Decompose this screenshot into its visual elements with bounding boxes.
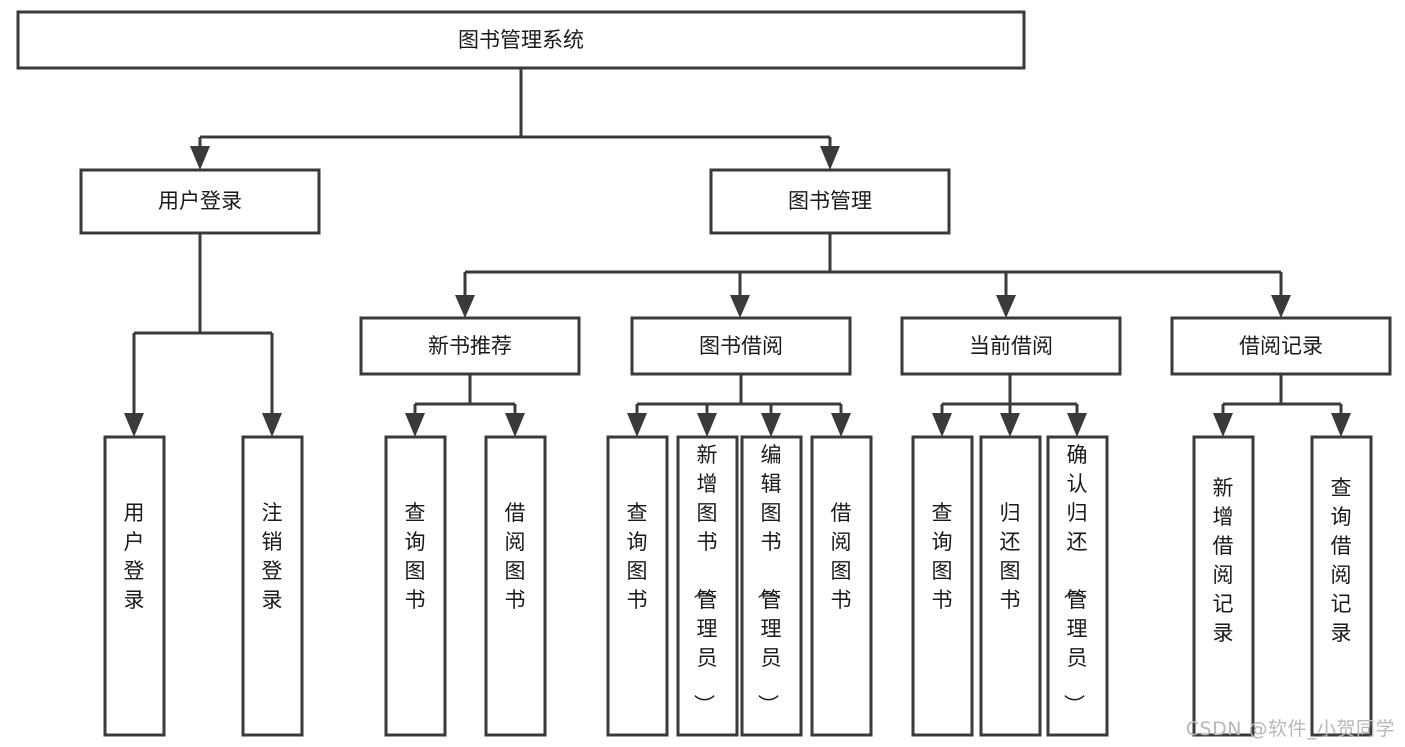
leaf-query-book-newbook[interactable]: 查询图书 <box>384 435 447 737</box>
arrowhead-l3a <box>455 295 475 318</box>
node-user-login-box[interactable] <box>79 168 321 235</box>
arrowhead-l3c <box>996 295 1016 318</box>
node-borrow-record-box[interactable] <box>1170 316 1392 376</box>
arrowhead-r2 <box>1331 413 1351 437</box>
leaf-add-borrow-record-box[interactable] <box>1192 435 1255 737</box>
leaf-user-login-box[interactable] <box>103 435 166 737</box>
node-book-borrow-label: 图书借阅 <box>699 334 783 358</box>
arrowhead-u2 <box>262 413 282 437</box>
leaf-confirm-return-admin[interactable]: 确认归还（管理员） <box>1046 435 1109 737</box>
connector-userlogin-to-leaves <box>124 233 282 437</box>
connector-bookmgmt-to-level3 <box>455 233 1291 318</box>
arrowhead-n1 <box>405 413 425 437</box>
leaf-edit-book-admin-box[interactable] <box>740 435 803 737</box>
arrowhead-c1 <box>932 413 952 437</box>
leaf-borrow-book-newbook-box[interactable] <box>484 435 547 737</box>
arrowhead-b2 <box>697 413 717 437</box>
leaf-logout[interactable]: 注销登录 <box>241 435 304 737</box>
arrowhead-c3 <box>1067 413 1087 437</box>
connector-borrow-to-leaves <box>627 374 851 437</box>
leaf-borrow-book-newbook[interactable]: 借阅图书 <box>484 435 547 737</box>
arrowhead-l3b <box>730 295 750 318</box>
arrowhead-r1 <box>1213 413 1233 437</box>
node-user-login[interactable]: 用户登录 <box>79 168 321 235</box>
leaf-query-book-current-label: 查询图书 <box>932 501 953 612</box>
leaf-node-group: 用户登录 注销登录 查询图书 借阅图书 查询图书 新增图书（管理员） <box>103 435 1373 737</box>
leaf-confirm-return-admin-label: 确认归还（管理员） <box>1062 443 1088 715</box>
node-new-book-recommend-box[interactable] <box>359 316 581 376</box>
leaf-add-book-admin-label: 新增图书（管理员） <box>692 443 718 715</box>
arrowhead-bookmgmt <box>820 146 840 170</box>
leaf-query-book-borrow-box[interactable] <box>606 435 669 737</box>
node-root-label: 图书管理系统 <box>458 28 584 52</box>
leaf-query-book-newbook-box[interactable] <box>384 435 447 737</box>
leaf-query-book-current-box[interactable] <box>911 435 974 737</box>
connector-layer <box>124 68 1351 437</box>
node-user-login-label: 用户登录 <box>158 189 242 213</box>
connector-current-to-leaves <box>932 374 1087 437</box>
node-root-box[interactable] <box>16 10 1026 70</box>
arrowhead-b1 <box>627 413 647 437</box>
leaf-query-borrow-record-label: 查询借阅记录 <box>1331 476 1352 645</box>
leaf-return-book[interactable]: 归还图书 <box>979 435 1042 737</box>
node-book-management-box[interactable] <box>709 168 951 235</box>
leaf-add-borrow-record[interactable]: 新增借阅记录 <box>1192 435 1255 737</box>
leaf-edit-book-admin[interactable]: 编辑图书（管理员） <box>740 435 803 737</box>
node-root[interactable]: 图书管理系统 <box>16 10 1026 70</box>
leaf-add-book-admin-box[interactable] <box>676 435 739 737</box>
arrowhead-b4 <box>831 413 851 437</box>
leaf-return-book-label: 归还图书 <box>1000 501 1021 612</box>
connector-newbook-to-leaves <box>405 374 525 437</box>
leaf-query-borrow-record[interactable]: 查询借阅记录 <box>1310 435 1373 737</box>
node-book-borrow-box[interactable] <box>630 316 852 376</box>
leaf-logout-label: 注销登录 <box>262 501 283 612</box>
leaf-add-book-admin[interactable]: 新增图书（管理员） <box>676 435 739 737</box>
leaf-query-book-newbook-label: 查询图书 <box>405 501 426 612</box>
leaf-user-login-label: 用户登录 <box>124 501 145 612</box>
arrowhead-l3d <box>1271 295 1291 318</box>
leaf-borrow-book-label: 借阅图书 <box>831 501 852 612</box>
node-book-management[interactable]: 图书管理 <box>709 168 951 235</box>
leaf-confirm-return-admin-box[interactable] <box>1046 435 1109 737</box>
node-new-book-recommend-label: 新书推荐 <box>428 334 512 358</box>
node-borrow-record-label: 借阅记录 <box>1239 334 1323 358</box>
node-new-book-recommend[interactable]: 新书推荐 <box>359 316 581 376</box>
connector-root-to-level2 <box>190 68 840 170</box>
connector-record-to-leaves <box>1213 374 1351 437</box>
leaf-query-borrow-record-box[interactable] <box>1310 435 1373 737</box>
arrowhead-b3 <box>761 413 781 437</box>
leaf-user-login[interactable]: 用户登录 <box>103 435 166 737</box>
arrowhead-n2 <box>505 413 525 437</box>
node-current-borrow-box[interactable] <box>900 316 1122 376</box>
arrowhead-userlogin <box>190 146 210 170</box>
leaf-logout-box[interactable] <box>241 435 304 737</box>
arrowhead-u1 <box>124 413 144 437</box>
leaf-borrow-book-newbook-label: 借阅图书 <box>505 501 526 612</box>
arrowhead-c2 <box>1000 413 1020 437</box>
node-current-borrow-label: 当前借阅 <box>969 334 1053 358</box>
leaf-query-book-borrow[interactable]: 查询图书 <box>606 435 669 737</box>
leaf-query-book-current[interactable]: 查询图书 <box>911 435 974 737</box>
leaf-add-borrow-record-label: 新增借阅记录 <box>1213 476 1234 645</box>
node-book-borrow[interactable]: 图书借阅 <box>630 316 852 376</box>
leaf-return-book-box[interactable] <box>979 435 1042 737</box>
leaf-borrow-book[interactable]: 借阅图书 <box>810 435 873 737</box>
node-current-borrow[interactable]: 当前借阅 <box>900 316 1122 376</box>
node-borrow-record[interactable]: 借阅记录 <box>1170 316 1392 376</box>
leaf-borrow-book-box[interactable] <box>810 435 873 737</box>
node-book-management-label: 图书管理 <box>788 189 872 213</box>
leaf-edit-book-admin-label: 编辑图书（管理员） <box>756 443 782 715</box>
leaf-query-book-borrow-label: 查询图书 <box>627 501 648 612</box>
